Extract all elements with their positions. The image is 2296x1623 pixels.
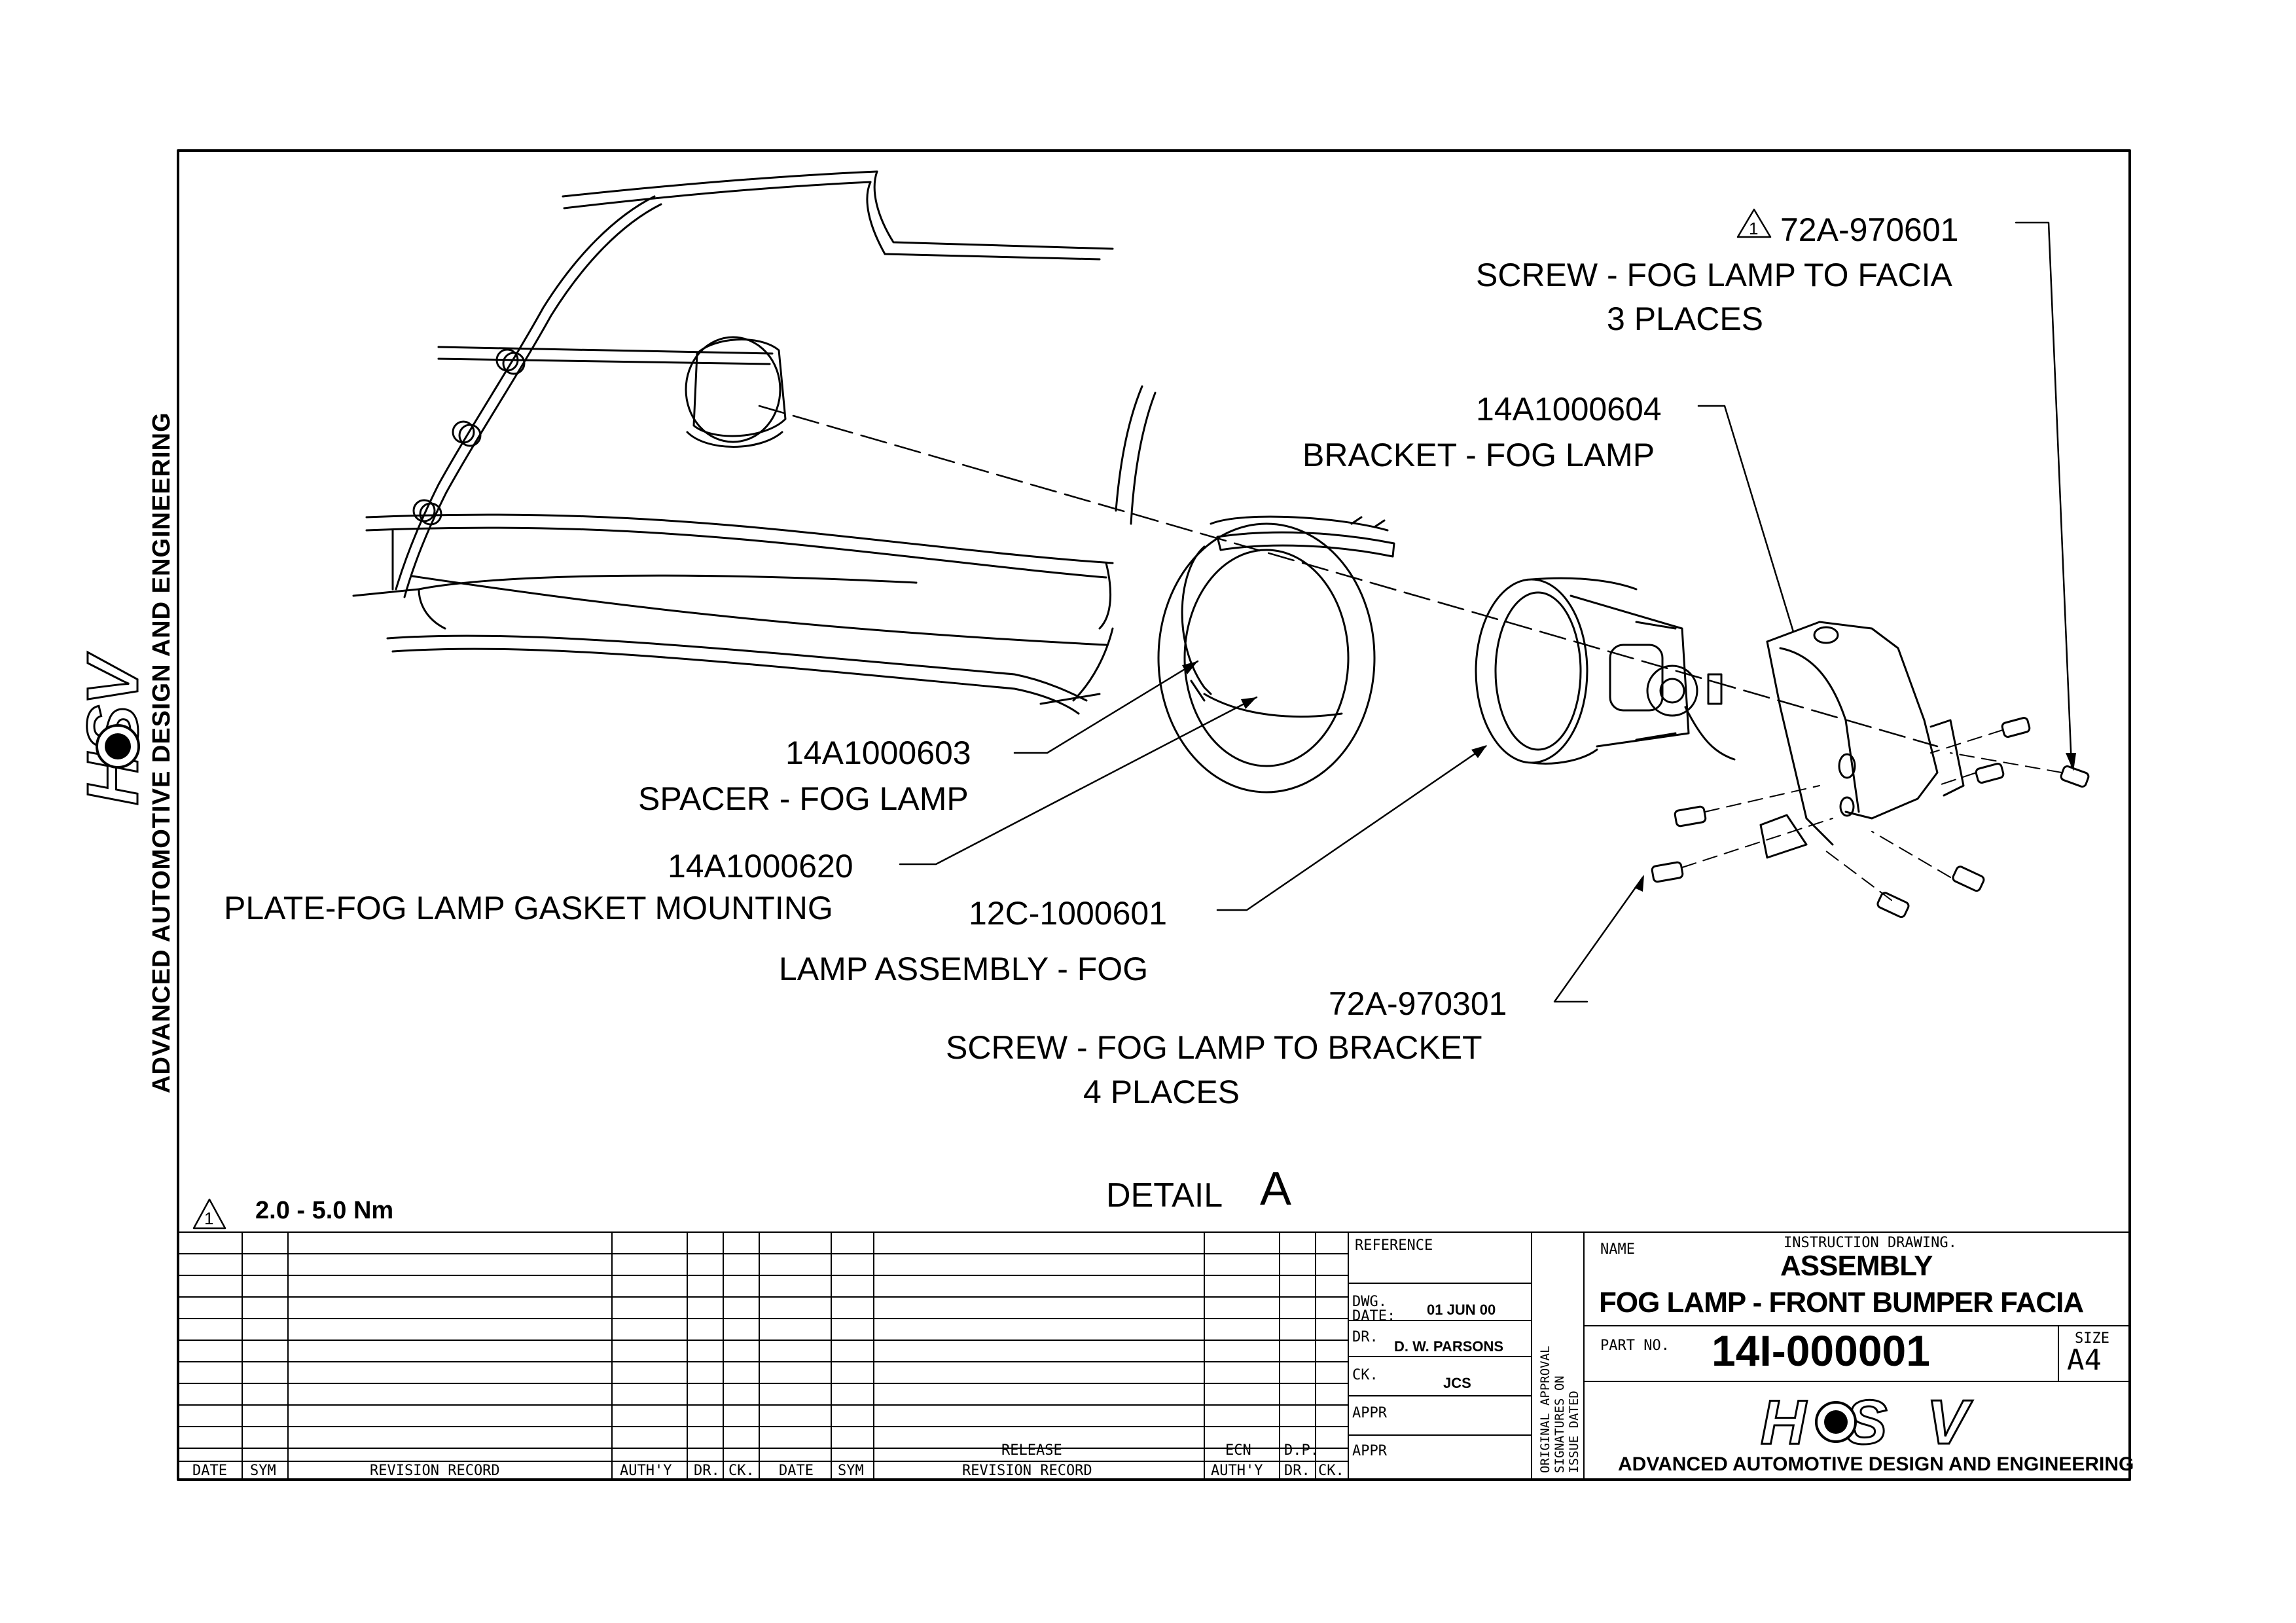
approval-note-3: ISSUE DATED [1567,1391,1581,1473]
rev-hdr-date-left: DATE [192,1463,227,1479]
rev-hdr-sym-left: SYM [250,1463,276,1479]
rev-hdr-dr-right: DR. [1284,1463,1310,1479]
rev-hdr-dr-left: DR. [694,1463,720,1479]
side-company-text: ADVANCED AUTOMOTIVE DESIGN AND ENGINEERI… [148,412,175,1093]
screw-facia-quantity: 3 PLACES [1607,301,1764,337]
name-label: NAME [1600,1241,1635,1258]
rev-hdr-sym-right: SYM [838,1463,864,1479]
assembly-centre-line [758,405,1939,748]
spacer-fog-lamp-drawing [1157,515,1395,793]
title-line-2: FOG LAMP - FRONT BUMPER FACIA [1599,1286,2084,1319]
revision-triangle-note [192,1198,226,1230]
plate-part-number: 14A1000620 [668,848,853,884]
rev-hdr-authy-right: AUTH'Y [1211,1463,1263,1479]
lion-emblem-side [96,724,140,769]
approval-note-1: ORIGINAL APPROVAL [1538,1345,1552,1473]
rev-hdr-authy-left: AUTH'Y [620,1463,672,1479]
part-no-label: PART NO. [1600,1338,1670,1354]
dr-value: D. W. PARSONS [1394,1338,1504,1355]
torque-note: 2.0 - 5.0 Nm [255,1197,394,1224]
leader-lines [899,221,2073,1003]
rev-hdr-record-left: REVISION RECORD [370,1463,500,1479]
spacer-description: SPACER - FOG LAMP [638,780,969,817]
dwg-date-label-1: DWG. [1352,1294,1387,1310]
spacer-part-number: 14A1000603 [785,735,971,771]
revision-triangle-top [1736,208,1772,238]
plate-description: PLATE-FOG LAMP GASKET MOUNTING [224,890,833,926]
reference-label: REFERENCE [1355,1237,1433,1254]
part-no-value: 14I-000001 [1712,1326,1930,1375]
lamp-assembly-drawing [1475,577,1736,765]
hsv-logo-title-text: HSV [1761,1387,2007,1457]
ck-value: JCS [1443,1375,1471,1391]
screw-bracket-quantity: 4 PLACES [1083,1074,1240,1110]
size-value: A4 [2067,1343,2102,1377]
rev-hdr-ck-left: CK. [728,1463,755,1479]
dwg-date-value: 01 JUN 00 [1427,1302,1496,1318]
bumper-facia-outline [352,170,1157,715]
rev-hdr-release: RELEASE [1001,1442,1062,1459]
approval-note-2: SIGNATURES ON [1552,1376,1567,1473]
bracket-fog-lamp-drawing [1759,621,1965,859]
ck-label: CK. [1352,1367,1378,1383]
torque-note-marker: 1 [204,1209,214,1228]
screw-facia-part-number: 72A-970601 [1780,211,1959,248]
screw-facia-description: SCREW - FOG LAMP TO FACIA [1476,257,1952,293]
bracket-part-number: 14A1000604 [1476,391,1662,428]
screw-bracket-part-number: 72A-970301 [1329,985,1507,1022]
drawing-border [177,149,2131,1481]
screws-drawing [1651,717,2090,919]
hsv-logo-title: HSV [1760,1387,2007,1459]
dr-label: DR. [1352,1329,1378,1345]
size-label: SIZE [2075,1330,2109,1347]
lamp-part-number: 12C-1000601 [969,895,1168,932]
detail-letter: A [1260,1163,1292,1215]
appr-label-2: APPR [1352,1443,1387,1459]
detail-label: DETAIL [1106,1176,1223,1214]
screw-bracket-description: SCREW - FOG LAMP TO BRACKET [946,1029,1482,1066]
appr-label-1: APPR [1352,1405,1387,1421]
revision-table-grid [177,1231,2130,1480]
title-company-text: ADVANCED AUTOMOTIVE DESIGN AND ENGINEERI… [1618,1453,2134,1475]
lamp-description: LAMP ASSEMBLY - FOG [779,951,1149,987]
instruction-label: INSTRUCTION DRAWING. [1784,1235,1957,1251]
rev-hdr-ecn: ECN [1225,1442,1251,1459]
rev-hdr-dp: D.P. [1284,1442,1319,1459]
bracket-description: BRACKET - FOG LAMP [1302,437,1655,473]
leader-arrowheads [1182,661,2076,892]
rev-hdr-date-right: DATE [779,1463,814,1479]
title-line-1: ASSEMBLY [1780,1250,1933,1282]
revision-marker-number: 1 [1749,219,1759,238]
rev-hdr-record-right: REVISION RECORD [962,1463,1092,1479]
dwg-date-label-2: DATE: [1352,1308,1396,1324]
rev-hdr-ck-right: CK. [1318,1463,1344,1479]
